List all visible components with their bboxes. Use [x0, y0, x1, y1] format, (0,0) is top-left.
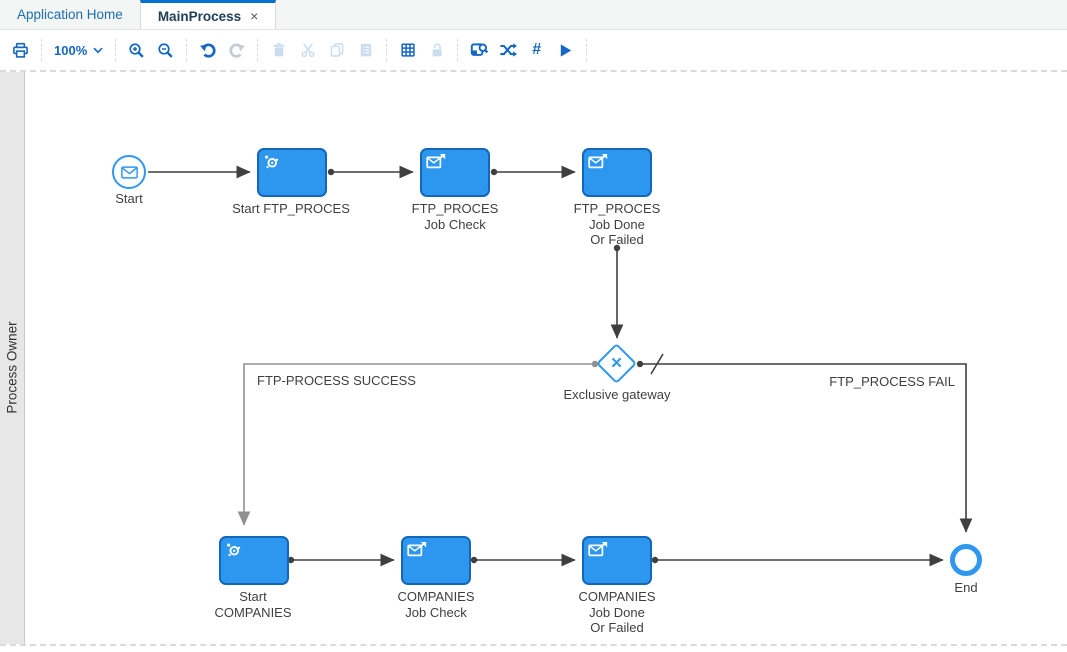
zoom-in-icon: [129, 42, 144, 58]
zoom-out-icon: [158, 42, 173, 58]
node-label: COMPANIES Job Done Or Failed: [578, 589, 656, 635]
node-label: Start FTP_PROCES: [232, 201, 350, 216]
redo-icon: [229, 43, 245, 58]
cut-button[interactable]: [293, 36, 322, 64]
zoom-level-dropdown[interactable]: 100%: [48, 36, 109, 64]
scissors-icon: [301, 43, 315, 58]
overview-button[interactable]: [464, 36, 493, 64]
end-event[interactable]: [950, 544, 982, 576]
task-start-ftp-process[interactable]: [257, 148, 327, 197]
automation-gear-icon: [227, 543, 241, 557]
node-label: Start COMPANIES: [214, 589, 292, 620]
toolbar-separator: [457, 39, 459, 61]
toolbar-separator: [386, 39, 388, 61]
flow-gateway-success[interactable]: [237, 363, 595, 526]
chevron-down-icon: [93, 47, 103, 53]
tab-bar: Application Home MainProcess ×: [0, 0, 1067, 30]
auto-layout-button[interactable]: [493, 36, 522, 64]
lock-button[interactable]: [422, 36, 451, 64]
task-companies-job-check[interactable]: [401, 536, 471, 585]
zoom-in-button[interactable]: [122, 36, 151, 64]
zoom-level-value: 100%: [54, 42, 88, 58]
node-label: FTP_PROCES Job Done Or Failed: [573, 201, 661, 247]
tab-label: MainProcess: [157, 8, 242, 24]
trash-icon: [273, 43, 285, 57]
mail-send-icon: [588, 153, 608, 169]
clipboard-list-icon: [360, 44, 371, 57]
close-icon[interactable]: ×: [250, 8, 259, 24]
node-label: COMPANIES Job Check: [397, 589, 475, 620]
node-label: FTP_PROCES Job Check: [411, 201, 499, 232]
flow-source-dot: [327, 168, 335, 176]
print-button[interactable]: [6, 36, 35, 64]
tab-mainprocess[interactable]: MainProcess ×: [139, 0, 277, 29]
automation-gear-icon: [265, 155, 279, 169]
task-ftp-process-job-check[interactable]: [420, 148, 490, 197]
task-ftp-process-job-done-or-failed[interactable]: [582, 148, 652, 197]
printer-icon: [13, 42, 28, 58]
unlock-icon: [432, 43, 442, 57]
diagram-toolbar: 100%: [0, 30, 1067, 70]
flow-source-dot: [613, 244, 621, 252]
node-label: End: [954, 580, 978, 595]
zoom-out-button[interactable]: [151, 36, 180, 64]
flow-source-dot: [651, 556, 659, 564]
mail-send-icon: [426, 153, 446, 169]
copy-button[interactable]: [322, 36, 351, 64]
flow-source-dot: [470, 556, 478, 564]
node-label: Exclusive gateway: [563, 387, 671, 402]
flow-source-dot: [490, 168, 498, 176]
mail-send-icon: [407, 541, 427, 557]
default-flow-slash: [650, 353, 664, 375]
flow-source-dot: [636, 360, 644, 368]
flow-label-success: FTP-PROCESS SUCCESS: [257, 373, 416, 388]
toolbar-separator: [186, 39, 188, 61]
lane-process-owner[interactable]: Process Owner: [0, 72, 25, 644]
toggle-grid-button[interactable]: #: [522, 36, 551, 64]
tab-application-home[interactable]: Application Home: [0, 0, 140, 29]
mail-send-icon: [588, 541, 608, 557]
diagram-canvas: Process Owner: [0, 70, 1067, 646]
grid-icon: [401, 43, 415, 57]
overview-zoom-icon: [470, 43, 488, 56]
copy-icon: [330, 43, 344, 57]
toolbar-separator: [41, 39, 42, 61]
hash-icon: #: [532, 41, 542, 58]
delete-button[interactable]: [264, 36, 293, 64]
undo-button[interactable]: [193, 36, 222, 64]
snap-grid-button[interactable]: [393, 36, 422, 64]
gateway-x-icon: ×: [610, 352, 623, 374]
start-event[interactable]: [112, 155, 146, 189]
flow-gateway-fail[interactable]: [640, 363, 973, 533]
run-button[interactable]: [551, 36, 580, 64]
flow-source-dot: [287, 556, 295, 564]
task-companies-job-done-or-failed[interactable]: [582, 536, 652, 585]
task-start-companies[interactable]: [219, 536, 289, 585]
sequence-flows: [148, 165, 973, 567]
paste-button[interactable]: [351, 36, 380, 64]
node-label: Start: [115, 191, 143, 206]
toolbar-separator: [115, 39, 117, 61]
flow-label-fail: FTP_PROCESS FAIL: [829, 374, 955, 389]
play-icon: [561, 43, 572, 57]
message-icon: [120, 165, 138, 179]
redo-button[interactable]: [222, 36, 251, 64]
toolbar-separator: [257, 39, 259, 61]
shuffle-icon: [500, 43, 517, 57]
tab-label: Application Home: [17, 7, 123, 22]
undo-icon: [199, 43, 216, 58]
toolbar-separator: [586, 39, 588, 61]
